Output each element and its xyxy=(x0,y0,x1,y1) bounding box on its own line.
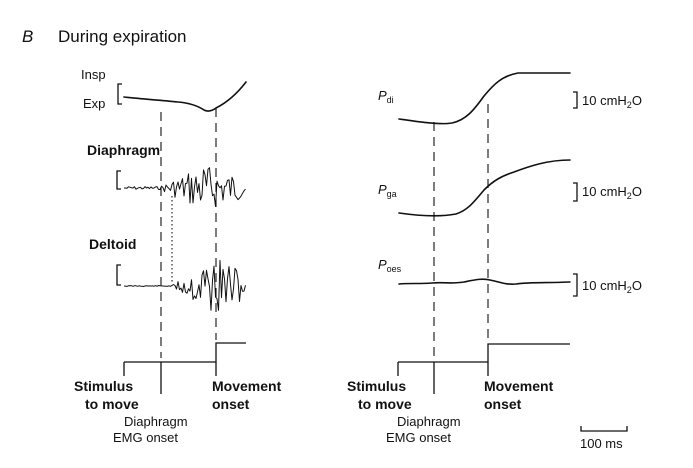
left-emg-label-1: Diaphragm xyxy=(124,414,188,429)
right-emg-label-1: Diaphragm xyxy=(397,414,461,429)
time-scale-bar xyxy=(580,426,628,432)
left-emg-label-2: EMG onset xyxy=(113,430,178,445)
right-column: Pdi 10 cmH2O Pga 10 cmH2O Poes 10 cmH2O … xyxy=(347,72,642,451)
poes-label: Poes xyxy=(378,257,402,274)
deltoid-scale-bracket xyxy=(116,264,121,286)
right-movement-label-1: Movement xyxy=(484,378,554,394)
pga-trace xyxy=(398,159,571,217)
diaphragm-label: Diaphragm xyxy=(87,142,160,158)
left-movement-label-1: Movement xyxy=(212,378,282,394)
right-event-axis xyxy=(398,343,570,363)
panel-title: During expiration xyxy=(58,27,187,46)
left-stimulus-label-1: Stimulus xyxy=(74,378,133,394)
respiratory-trace xyxy=(123,81,247,112)
right-stimulus-label-2: to move xyxy=(358,396,412,412)
pdi-label: Pdi xyxy=(378,88,394,105)
pga-scale-bracket xyxy=(573,182,578,202)
time-scale-label: 100 ms xyxy=(580,436,623,451)
poes-trace xyxy=(398,278,571,285)
right-stimulus-label-1: Stimulus xyxy=(347,378,406,394)
deltoid-emg-trace xyxy=(123,259,246,311)
right-emg-label-2: EMG onset xyxy=(386,430,451,445)
left-movement-label-2: onset xyxy=(212,396,250,412)
left-column: Insp Exp Diaphragm Deltoid Stimulus to m… xyxy=(74,67,282,445)
panel-letter: B xyxy=(22,27,33,46)
pdi-scale-text: 10 cmH2O xyxy=(582,93,642,110)
right-movement-label-2: onset xyxy=(484,396,522,412)
pdi-trace xyxy=(398,72,571,125)
pga-label: Pga xyxy=(378,182,397,199)
exp-label: Exp xyxy=(83,96,105,111)
diaphragm-scale-bracket xyxy=(116,170,121,190)
deltoid-label: Deltoid xyxy=(89,236,136,252)
poes-scale-bracket xyxy=(573,273,578,297)
diaphragm-emg-trace xyxy=(124,167,246,207)
left-event-axis xyxy=(124,342,246,363)
pdi-scale-bracket xyxy=(573,91,578,109)
left-stimulus-label-2: to move xyxy=(85,396,139,412)
pga-scale-text: 10 cmH2O xyxy=(582,184,642,201)
insp-label: Insp xyxy=(81,67,106,82)
poes-scale-text: 10 cmH2O xyxy=(582,278,642,295)
resp-scale-bracket xyxy=(117,83,122,105)
